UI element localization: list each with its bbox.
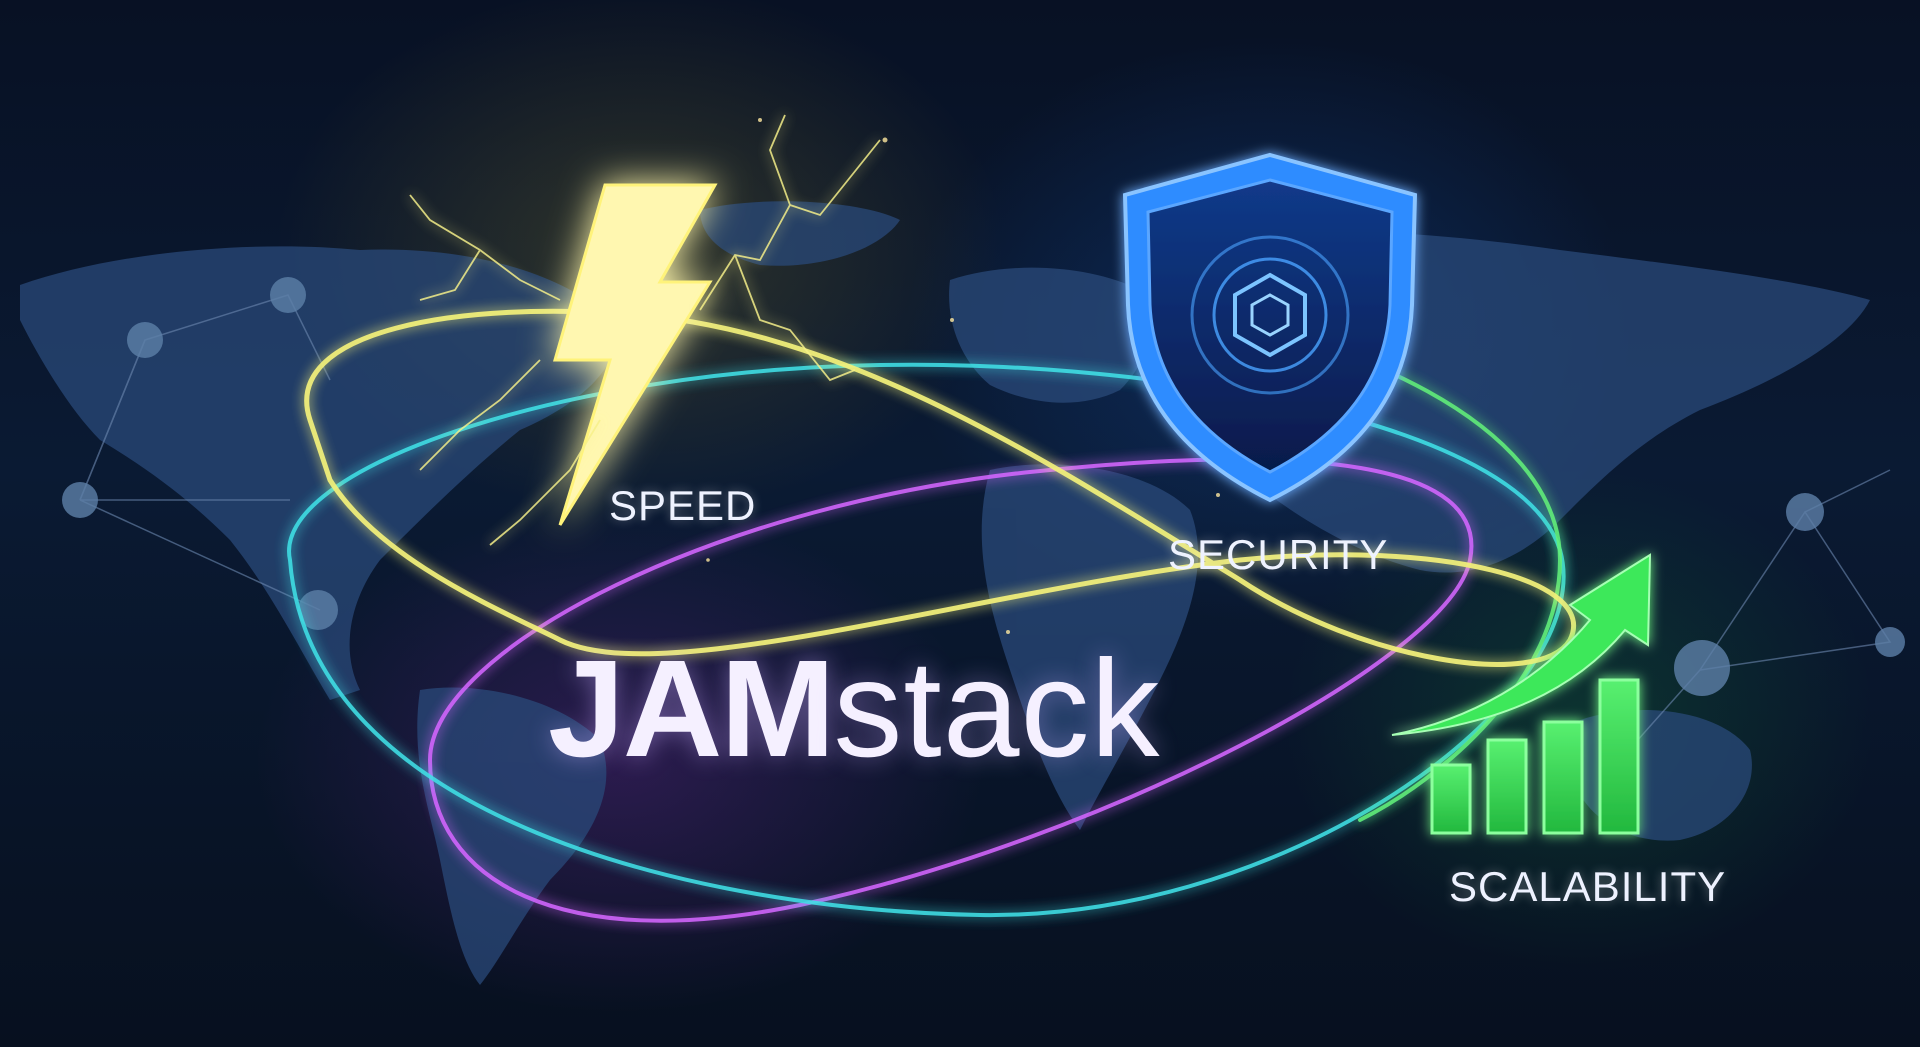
growth-arrow [1391, 553, 1652, 736]
chart-bar [1542, 720, 1584, 835]
lightning-cracks [409, 114, 881, 546]
europe-shape [949, 267, 1151, 403]
security-label: SECURITY [1168, 531, 1389, 578]
sparkles [706, 118, 1220, 634]
network-nodes [62, 277, 1905, 696]
chart-bar [1598, 678, 1640, 835]
scalability-label: SCALABILITY [1449, 863, 1727, 910]
north-america-shape [20, 246, 615, 700]
magenta-ring [427, 457, 1474, 923]
world-map [20, 201, 1870, 985]
africa-shape [981, 464, 1199, 830]
network-node [298, 590, 338, 630]
south-america-shape [417, 687, 607, 985]
growth-chart-icon [1391, 553, 1652, 835]
speed-label: SPEED [609, 482, 757, 529]
network-node [127, 322, 163, 358]
brand-title-strong: JAM [548, 632, 835, 786]
network-node [270, 277, 306, 313]
network-node [1674, 640, 1730, 696]
brand-title: JAMstack [548, 640, 1160, 778]
shield-icon [1122, 152, 1418, 503]
network-node [1786, 493, 1824, 531]
brand-title-light: stack [833, 632, 1161, 786]
chart-bar [1430, 763, 1472, 835]
network-node [62, 482, 98, 518]
greenland-shape [700, 201, 900, 266]
network-node [1875, 627, 1905, 657]
chart-bar [1486, 738, 1528, 835]
lightning-bolt-icon [553, 183, 718, 526]
